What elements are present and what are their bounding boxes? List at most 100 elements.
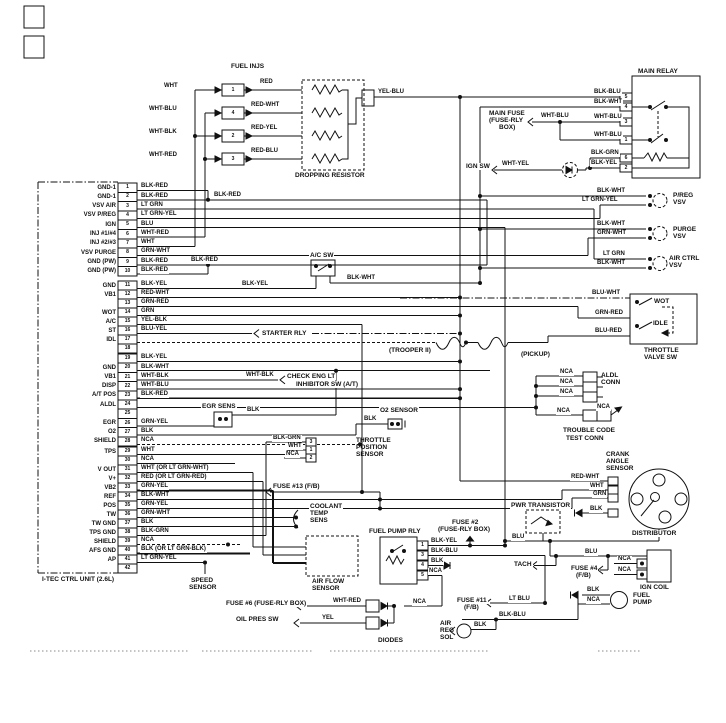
ecu-pin-11-number: 11 (124, 282, 131, 288)
fp-relay-pin-5-number: 5 (421, 572, 424, 578)
aldl-conn-pin (582, 381, 598, 393)
sensor-label: SENSOR (312, 585, 340, 592)
relay-internals (632, 100, 690, 169)
ecu-pin-37-wire-color: BLK (140, 519, 155, 526)
ecu-pin-32-name: V+ (108, 475, 116, 482)
junction-dot (458, 95, 462, 99)
ecu-pin-5-name: IGN (105, 221, 116, 228)
wht-label: WHT (163, 83, 179, 90)
blk-yel-label: BLK-YEL (590, 160, 618, 167)
wht-label: WHT (287, 443, 303, 450)
junction-dot (224, 417, 228, 421)
crank-sensor-pin (607, 493, 619, 503)
ecu-pin-7-number: 7 (126, 239, 129, 246)
box-label: BOX) (499, 124, 516, 131)
junction-dot (458, 387, 462, 392)
main-relay-pin-3-number: 3 (624, 118, 628, 125)
ecu-pin-34-wire-color: BLK-WHT (140, 492, 170, 499)
resistor-icon (311, 106, 343, 119)
ecu-pin-2-name: GND-1 (97, 193, 116, 200)
diodes-label: DIODES (377, 637, 404, 645)
tps-pin-2-number: 2 (309, 454, 313, 461)
ecu-pin-26-name: EGR (102, 419, 116, 426)
purge-label: PURGE (673, 226, 697, 233)
junction-dot (334, 368, 338, 373)
wht-blk-label: WHT-BLK (148, 129, 178, 136)
junction-dot (664, 138, 668, 142)
ecu-pin-14-number: 14 (124, 309, 131, 315)
coolant-label: COOLANT (309, 503, 344, 511)
fp-relay-pin-3-number: 3 (421, 552, 424, 558)
vsv-label: VSV (673, 233, 687, 240)
grn-wht-label: GRN-WHT (596, 230, 627, 237)
ecu-pin-16-wire-color: BLU-YEL (140, 326, 168, 333)
ecu-pin-23-name: A/T POS (91, 392, 116, 399)
trouble-code-conn-pin (582, 409, 598, 422)
ecu-pin-27-name: O2 (107, 429, 116, 436)
idle-label: IDLE (653, 320, 668, 327)
ecu-pin-14-wire-color: GRN (140, 308, 156, 315)
air-flow-label: AIR FLOW (312, 578, 345, 585)
throttle-sw-arrow-icon (660, 329, 669, 337)
blk-wht-label: BLK-WHT (346, 275, 376, 282)
lt-grn-label: LT GRN (602, 251, 626, 258)
nca-label: NCA (285, 451, 300, 458)
fuel-pump-rly-label: FUEL PUMP RLY (369, 528, 421, 535)
sensor-label: SENSOR (606, 465, 634, 472)
distributor-post (658, 510, 672, 524)
lt-grn-yel-label: LT GRN-YEL (581, 197, 619, 204)
fuse-13-f-b-label: FUSE #13 (F/B) (272, 483, 321, 491)
junction-dot (554, 554, 558, 558)
airctrl-vsv-symbol (652, 256, 668, 271)
ecu-pin-6-wire-color: WHT-RED (140, 229, 170, 237)
fp-relay-pin-4-number: 4 (421, 562, 424, 568)
wht-blu-label: WHT-BLU (593, 114, 623, 121)
ecu-pin-38-number: 38 (124, 529, 131, 535)
ecu-pin-26-wire-color: GRN-YEL (140, 418, 169, 426)
resistor-bus (342, 89, 362, 160)
junction-dot (478, 227, 482, 231)
ecu-pin-21-wire-color: WHT-BLK (140, 372, 170, 380)
ecu-pin-34-number: 34 (124, 493, 131, 499)
junction-dot (534, 405, 538, 410)
ecu-pin-26-number: 26 (124, 419, 131, 426)
ecu-pin-27-wire-color: BLK (140, 427, 155, 435)
ecu-pin-9-number: 9 (126, 258, 129, 265)
ecu-pin-9-wire-color: BLK-RED (140, 257, 169, 265)
ecu-pin-10 (117, 266, 138, 277)
ecu-pin-29-name: TPS (104, 448, 116, 455)
junction-dot (396, 422, 400, 426)
ecu-pin-35-name: POS (103, 502, 116, 509)
ecu-pin-29-number: 29 (124, 448, 131, 454)
junction-dot (360, 490, 364, 494)
ecu-pin-15-wire-color: YEL-BLK (140, 317, 168, 324)
ecu-pin-34-name: REF (104, 493, 116, 500)
ecu-pin-37-name: TW GND (91, 520, 116, 527)
yel-label: YEL (321, 615, 335, 622)
main-relay-pin-6 (619, 153, 633, 163)
ecu-pin-9-name: GND (PW) (87, 258, 116, 265)
junction-dot (378, 497, 382, 502)
ecu-pin-24-number: 24 (124, 401, 131, 408)
distributor-label: DISTRIBUTOR (631, 530, 678, 538)
wht-blu-label: WHT-BLU (540, 113, 570, 120)
trooper-ii-label: (TROOPER II) (388, 347, 432, 355)
tps-pin-3-number: 3 (309, 438, 313, 445)
nca-label: NCA (596, 404, 611, 411)
ecu-pin-39-name: SHIELD (93, 538, 116, 545)
ground-arrow-icon (571, 590, 579, 600)
lt-blu-label: LT BLU (508, 596, 531, 603)
main-relay-pin-6-number: 6 (624, 154, 628, 161)
junction-dot (478, 281, 482, 285)
blk-wht-label: BLK-WHT (596, 260, 626, 267)
junction-dot (648, 227, 652, 231)
junction-dot (478, 266, 482, 270)
blk-label: BLK (363, 416, 378, 423)
ecu-pin-10-wire-color: BLK-RED (140, 267, 169, 274)
junction-dot (390, 549, 394, 553)
ecu-pin-38-name: TPS GND (89, 529, 116, 536)
ecu-pin-13-number: 13 (124, 300, 131, 306)
wht-yel-label: WHT-YEL (501, 161, 530, 168)
junction-dot (392, 604, 396, 608)
wht-red-label: WHT-RED (332, 598, 362, 605)
